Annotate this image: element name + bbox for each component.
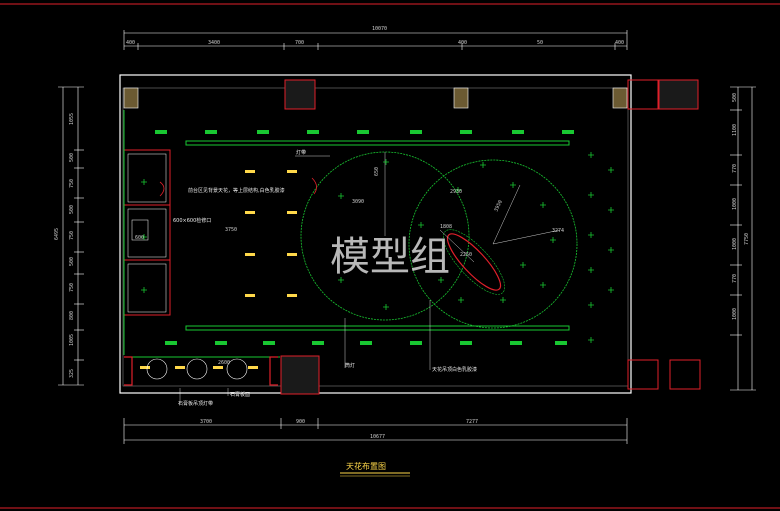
bottom-total-dim: 10677 <box>370 434 385 440</box>
spot-note: 筒灯 <box>345 362 355 369</box>
dim-650: 650 <box>374 167 380 176</box>
right-dim-3: 770 <box>732 164 738 173</box>
circle-dim-3274: 3274 <box>552 228 564 234</box>
top-dim-6: 400 <box>615 40 624 46</box>
left-dim-9: 1005 <box>69 334 75 346</box>
oval-light-trough <box>446 233 502 291</box>
left-dim-4: 500 <box>69 205 75 214</box>
corner-brackets <box>124 356 278 386</box>
left-dim-1: 1055 <box>69 113 75 125</box>
top-dim-3: 700 <box>295 40 304 46</box>
right-dim-1: 500 <box>732 93 738 102</box>
right-dim-6: 770 <box>732 274 738 283</box>
left-dim-8: 800 <box>69 311 75 320</box>
top-dim-2: 3400 <box>208 40 220 46</box>
bottom-note-2: 石膏板面 <box>230 391 250 398</box>
light-strips <box>123 110 570 358</box>
watermark: 模型组 <box>330 234 450 280</box>
circle-dim-3090: 3090 <box>352 199 364 205</box>
dim-600: 600 <box>135 235 144 241</box>
left-dimension-chain <box>58 86 84 386</box>
lobby-note: 前台区见背景天花，等上层结构,白色乳胶漆 <box>188 187 285 194</box>
right-dim-4: 1000 <box>732 198 738 210</box>
ceiling-note: 天花吊顶白色乳胶漆 <box>432 366 477 373</box>
bottom-dim-2: 900 <box>296 419 305 425</box>
left-dim-7: 750 <box>69 283 75 292</box>
duct-boxes <box>280 79 701 395</box>
left-dim-10: 325 <box>69 369 75 378</box>
top-dim-5: 50 <box>537 40 543 46</box>
circle-dim-2930: 2930 <box>450 189 462 195</box>
arc-markers <box>159 177 317 197</box>
bottom-note-1: 石膏板吊顶灯带 <box>178 400 213 407</box>
circle-dim-2250: 2250 <box>460 252 472 258</box>
bottom-light-row <box>165 341 567 345</box>
circle-dim-3950: 3950 <box>493 199 504 212</box>
spot-light-pairs <box>140 170 297 369</box>
left-dim-2: 500 <box>69 153 75 162</box>
ceiling-circles <box>300 151 578 329</box>
leader-lines <box>179 155 431 404</box>
drawing-title: 天花布置图 <box>346 461 386 471</box>
circle-dim-1808: 1808 <box>440 224 452 230</box>
vent-label: 600×600检修口 <box>173 217 211 224</box>
top-dimension-chain <box>123 30 628 50</box>
top-dim-4: 400 <box>458 40 467 46</box>
left-panel-inner <box>127 153 167 313</box>
left-dim-5: 750 <box>69 231 75 240</box>
light-strip-label: 灯带 <box>296 149 306 156</box>
right-dim-7: 1000 <box>732 308 738 320</box>
right-total-dim: 7750 <box>744 233 750 245</box>
right-dimension-chain <box>730 86 756 391</box>
left-dim-6: 500 <box>69 257 75 266</box>
room-walls <box>119 74 632 394</box>
dim-3750: 3750 <box>225 227 237 233</box>
downlight-crosses <box>141 152 614 343</box>
right-dim-2: 1100 <box>732 124 738 136</box>
round-vents <box>146 358 248 380</box>
left-dim-3: 750 <box>69 179 75 188</box>
dim-2600: 2600 <box>218 360 230 366</box>
top-dim-1: 400 <box>126 40 135 46</box>
structural-columns <box>123 87 628 109</box>
right-dim-5: 1000 <box>732 238 738 250</box>
left-total-dim: 6495 <box>54 228 60 240</box>
top-light-row <box>155 130 574 134</box>
bottom-dim-1: 3700 <box>200 419 212 425</box>
bottom-dim-3: 7277 <box>466 419 478 425</box>
radial-dim-lines <box>384 152 561 263</box>
oval-outer <box>443 229 505 295</box>
top-total-dim: 10070 <box>372 26 387 32</box>
bottom-dimension-chain <box>123 418 628 444</box>
